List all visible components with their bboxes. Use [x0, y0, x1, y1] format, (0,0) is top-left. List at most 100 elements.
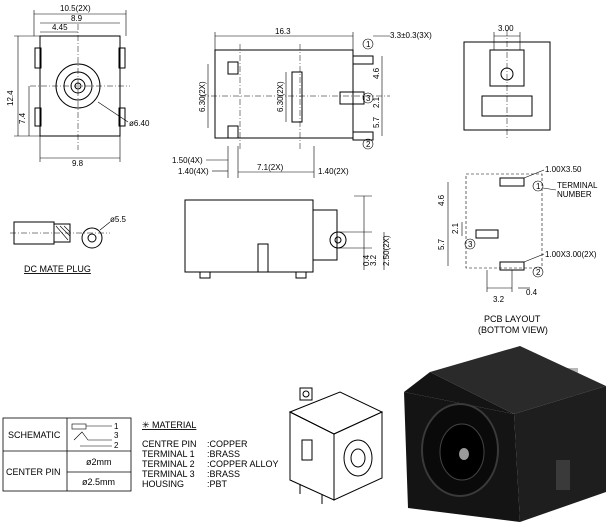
terminal-2-shape: [352, 131, 374, 141]
dim-6-30-right: 6.30(2X): [276, 81, 285, 112]
pcb-terminal-3-badge: [464, 238, 476, 250]
side-view-body: [214, 49, 354, 139]
dim-3-2-pcb: 3.2: [493, 295, 505, 304]
dim-pad-top: 1.00X3.50: [545, 165, 582, 174]
material-part-0: CENTRE PIN: [142, 439, 197, 449]
dim-12-4: 12.4: [6, 90, 15, 106]
dim-hole-diameter: ø6.40: [129, 119, 150, 128]
material-part-2: TERMINAL 2: [142, 459, 195, 469]
iso-side-window: [301, 439, 313, 461]
dim-4-45: 4.45: [52, 23, 68, 32]
iso-socket-ring: [343, 439, 373, 477]
dim-2-1-side: 2.1: [372, 96, 381, 108]
dim-terminal-3x: 3.3±0.3(3X): [390, 31, 432, 40]
dim-width-2x: 10.5(2X): [60, 4, 91, 13]
dim-5-7-pcb: 5.7: [437, 238, 446, 250]
terminal-3-number: 3: [366, 94, 371, 103]
dc-mate-plug: ø5.5 DC MATE PLUG: [10, 215, 127, 274]
iso-terminal-tab: [299, 387, 313, 401]
side-view-latch-bottom: [227, 125, 239, 139]
top-view-right-tab: [118, 47, 126, 69]
front-view-foot-right: [295, 271, 307, 279]
dim-4-6-side: 4.6: [372, 67, 381, 79]
terminal-1-shape: [352, 55, 374, 65]
dim-1-50: 1.50(4X): [172, 156, 203, 165]
plug-end-hole: [87, 233, 97, 243]
photo-center-pin: [459, 448, 469, 460]
dim-pad-bottom: 1.00X3.00(2X): [545, 250, 597, 259]
pcb-terminal-2-number: 2: [536, 268, 541, 277]
schematic-pin-2: 2: [114, 441, 119, 450]
center-pin-label: CENTER PIN: [6, 467, 61, 477]
material-part-4: HOUSING: [142, 479, 184, 489]
dim-2-50-front: 2.50(2X): [382, 235, 391, 266]
material-part-3: TERMINAL 3: [142, 469, 195, 479]
dim-0-4-front: 0.4: [362, 254, 371, 266]
dim-4-6-pcb: 4.6: [437, 194, 446, 206]
dim-plug-diameter: ø5.5: [110, 215, 127, 224]
terminal-2-number: 2: [366, 140, 371, 149]
dim-0-4-pcb: 0.4: [526, 288, 538, 297]
side-view-middle-slot: [291, 71, 303, 123]
material-value-1: :BRASS: [207, 449, 240, 459]
top-view-left-tab-lower: [34, 107, 42, 127]
terminal-number-label-1: TERMINAL: [557, 181, 598, 190]
dim-16-3: 16.3: [275, 27, 291, 36]
dim-8-9: 8.9: [71, 14, 83, 23]
pcb-caption-2: (BOTTOM VIEW): [478, 325, 548, 335]
terminal-3-shape: [339, 91, 365, 105]
pcb-terminal-1-badge: [532, 180, 544, 192]
pcb-terminal-1-number: 1: [536, 182, 541, 191]
center-pin-2-5mm: ø2.5mm: [82, 477, 115, 487]
plug-caption: DC MATE PLUG: [24, 264, 91, 274]
pcb-pad-1: [499, 177, 525, 187]
material-value-3: :BRASS: [207, 469, 240, 479]
dim-3-00: 3.00: [498, 24, 514, 33]
material-value-2: :COPPER ALLOY: [207, 459, 279, 469]
front-view-body: [184, 199, 314, 273]
schematic-pin-3: 3: [114, 431, 119, 440]
material-heading: ✳ MATERIAL: [142, 420, 196, 430]
end-view: 3.00: [463, 24, 551, 140]
dim-7-1: 7.1(2X): [257, 163, 284, 172]
pcb-pad-3: [475, 229, 499, 239]
dim-7-4: 7.4: [18, 112, 27, 124]
terminal-1-badge: [362, 38, 374, 50]
dim-6-30-left: 6.30(2X): [198, 81, 207, 112]
top-view-right-tab-lower: [118, 107, 126, 127]
terminal-2-badge: [362, 138, 374, 150]
product-photo: [404, 346, 606, 522]
pcb-outline: [465, 173, 543, 269]
pcb-caption-1: PCB LAYOUT: [484, 314, 541, 324]
dim-1-40-right: 1.40(2X): [318, 167, 349, 176]
center-pin-2mm: ø2mm: [86, 457, 112, 467]
material-value-0: :COPPER: [207, 439, 248, 449]
pcb-terminal-2-badge: [532, 266, 544, 278]
side-view: 16.3 3.3±0.3(3X) 1 3 2 6.30(2X) 6.30(2X)…: [172, 27, 432, 178]
top-view: 10.5(2X) 8.9 4.45 12.4 7.4 ø6.40 9.8: [6, 4, 150, 168]
isometric-drawing: [288, 387, 384, 504]
photo-top-face: [430, 346, 606, 414]
front-view-boss-hole: [334, 236, 342, 244]
spec-table: SCHEMATIC 1 3 2 CENTER PIN ø2mm ø2.5mm: [2, 417, 132, 492]
terminal-3-badge: [362, 92, 374, 104]
pcb-terminal-3-number: 3: [468, 240, 473, 249]
schematic-label: SCHEMATIC: [8, 430, 61, 440]
pcb-pad-2: [499, 261, 525, 271]
dim-1-40-left: 1.40(4X): [178, 167, 209, 176]
front-view-foot-left: [199, 271, 211, 279]
dim-5-7-side: 5.7: [372, 116, 381, 128]
material-list: ✳ MATERIAL CENTRE PIN :COPPER TERMINAL 1…: [142, 420, 279, 489]
material-part-1: TERMINAL 1: [142, 449, 195, 459]
iso-front-face: [333, 411, 383, 501]
photo-side-slot: [556, 460, 570, 490]
photo-right-face: [514, 386, 606, 522]
iso-socket-hole: [350, 448, 366, 468]
dim-9-8: 9.8: [72, 159, 84, 168]
front-view-nose: [312, 209, 338, 261]
terminal-1-number: 1: [366, 40, 371, 49]
material-value-4: :PBT: [207, 479, 228, 489]
schematic-pin-1: 1: [114, 422, 119, 431]
